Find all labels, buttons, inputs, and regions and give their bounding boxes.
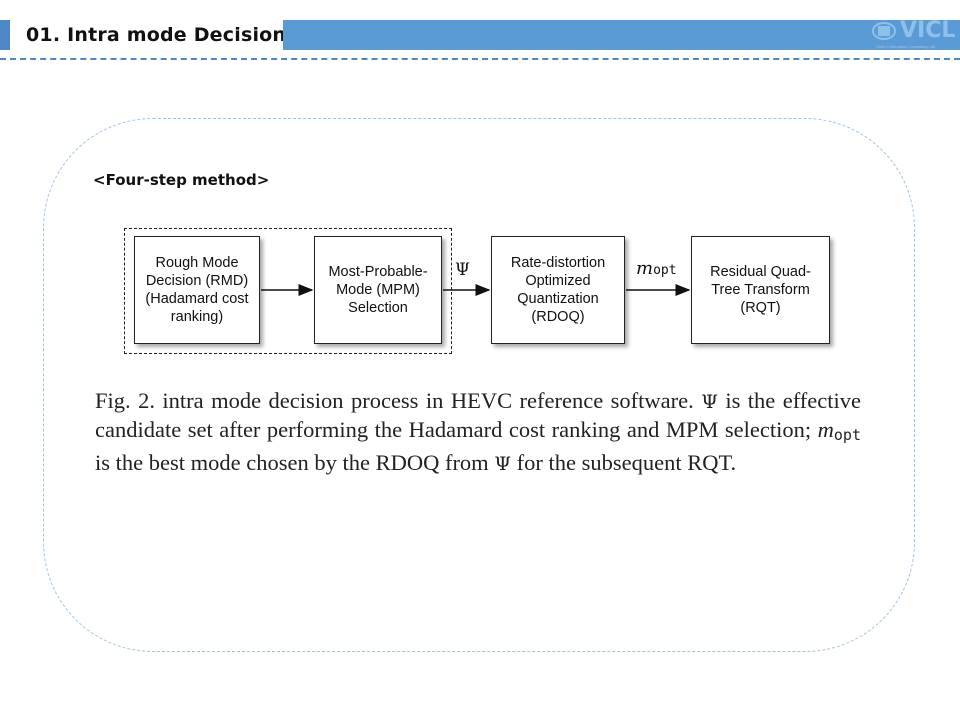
header-title-box: 01. Intra mode Decision bbox=[16, 20, 296, 50]
page-title: 01. Intra mode Decision bbox=[26, 24, 287, 46]
caption-sub: opt bbox=[833, 426, 861, 444]
caption-part4: for the subsequent RQT. bbox=[510, 450, 737, 475]
caption-part1: Fig. 2. intra mode decision process in H… bbox=[95, 388, 702, 413]
flow-diagram: Rough Mode Decision (RMD) (Hadamard cost… bbox=[110, 220, 850, 370]
box-rmd-label: Rough Mode Decision (RMD) (Hadamard cost… bbox=[145, 255, 249, 325]
logo-subtitle: Video Information Computing Lab bbox=[876, 44, 936, 49]
header-accent bbox=[0, 20, 10, 50]
content-panel bbox=[43, 118, 915, 652]
caption-part3: is the best mode chosen by the RDOQ from bbox=[95, 450, 495, 475]
logo-text: VICL bbox=[900, 18, 956, 43]
caption-psi-2: Ψ bbox=[494, 453, 511, 475]
caption-part2: is the effective candidate set after per… bbox=[95, 388, 861, 442]
mopt-sub: opt bbox=[653, 263, 677, 278]
mopt-m: m bbox=[636, 258, 654, 279]
box-rqt-label: Residual Quad- Tree Transform (RQT) bbox=[710, 264, 811, 316]
caption-m: m bbox=[817, 417, 834, 442]
figure-caption: Fig. 2. intra mode decision process in H… bbox=[95, 387, 861, 478]
header-divider bbox=[0, 58, 960, 60]
box-rmd: Rough Mode Decision (RMD) (Hadamard cost… bbox=[134, 236, 260, 344]
box-rqt: Residual Quad- Tree Transform (RQT) bbox=[691, 236, 830, 344]
psi-label: Ψ bbox=[455, 260, 470, 280]
logo-icon bbox=[872, 22, 896, 40]
lab-logo: VICL Video Information Computing Lab bbox=[870, 18, 960, 50]
box-rdoq-label: Rate-distortion Optimized Quantization (… bbox=[510, 255, 606, 325]
rmd-mpm-group bbox=[124, 228, 452, 354]
caption-psi-1: Ψ bbox=[701, 391, 718, 413]
box-mpm-label: Most-Probable- Mode (MPM) Selection bbox=[328, 264, 428, 316]
arrows bbox=[261, 284, 691, 296]
section-label: <Four-step method> bbox=[93, 171, 270, 189]
box-rdoq: Rate-distortion Optimized Quantization (… bbox=[491, 236, 625, 344]
header-bar bbox=[283, 20, 960, 50]
mopt-label: mopt bbox=[636, 258, 677, 279]
box-mpm: Most-Probable- Mode (MPM) Selection bbox=[314, 236, 442, 344]
